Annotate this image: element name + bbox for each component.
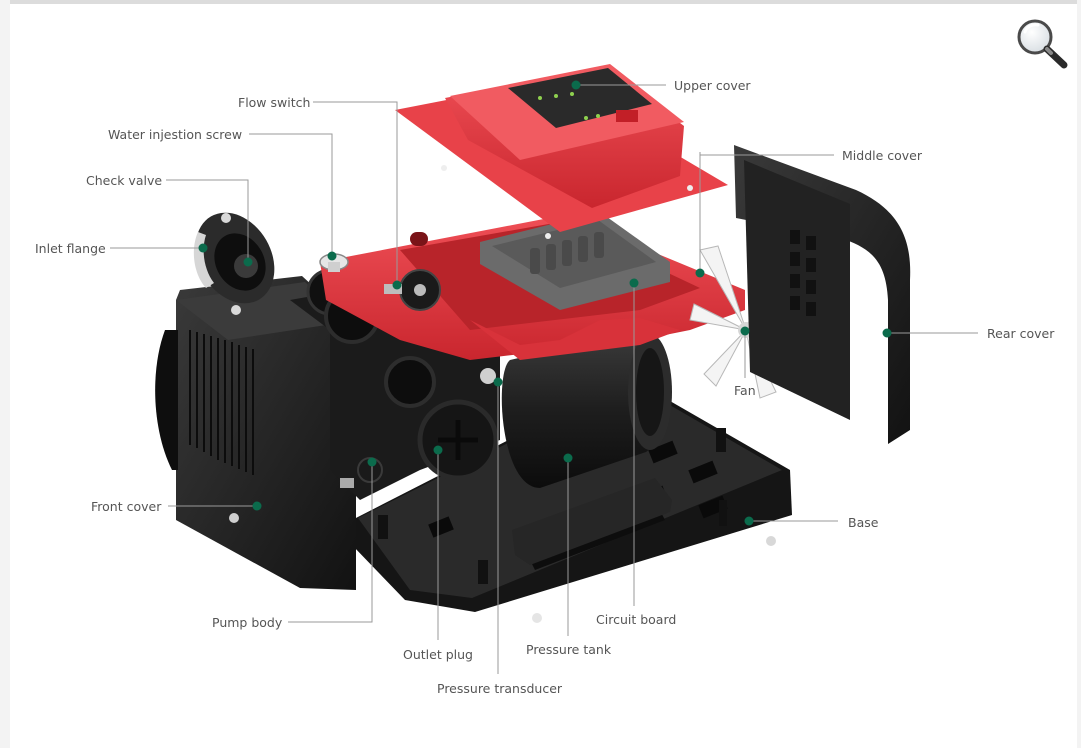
dot-rear-cover	[882, 328, 892, 338]
label-pressure-tank: Pressure tank	[526, 642, 612, 657]
flow-switch	[384, 269, 441, 311]
label-inlet-flange: Inlet flange	[35, 241, 106, 256]
dot-pressure-transducer	[493, 377, 503, 387]
dot-pump-body	[367, 457, 377, 467]
leader-lines	[110, 84, 978, 674]
dot-inlet-flange	[198, 243, 208, 253]
upper-cover	[395, 64, 728, 239]
rear-cover	[734, 145, 911, 444]
base-plate	[352, 378, 792, 623]
dot-pressure-tank	[563, 453, 573, 463]
dot-front-cover	[252, 501, 262, 511]
frame-left-border	[0, 0, 10, 748]
dot-check-valve	[243, 257, 253, 267]
dot-middle-cover	[695, 268, 705, 278]
label-fan: Fan	[734, 383, 756, 398]
frame-top-border	[0, 0, 1081, 4]
label-front-cover: Front cover	[91, 499, 162, 514]
dot-upper-cover	[571, 80, 581, 90]
frame-right-border	[1077, 0, 1081, 748]
label-circuit-board: Circuit board	[596, 612, 676, 627]
dot-fan	[740, 326, 750, 336]
label-pump-body: Pump body	[212, 615, 283, 630]
callout-dots	[198, 80, 892, 526]
label-check-valve: Check valve	[86, 173, 162, 188]
part-labels: Upper cover Flow switch Water injestion …	[35, 78, 1055, 696]
dot-base	[744, 516, 754, 526]
circuit-board	[480, 212, 670, 310]
label-upper-cover: Upper cover	[674, 78, 751, 93]
magnifier-icon	[1017, 19, 1068, 69]
inlet-flange	[193, 212, 275, 315]
label-pressure-transducer: Pressure transducer	[437, 681, 563, 696]
label-rear-cover: Rear cover	[987, 326, 1055, 341]
dot-flow-switch	[392, 280, 402, 290]
label-flow-switch: Flow switch	[238, 95, 310, 110]
dot-circuit-board	[629, 278, 639, 288]
zoom-button[interactable]	[1014, 16, 1070, 70]
label-middle-cover: Middle cover	[842, 148, 923, 163]
label-outlet-plug: Outlet plug	[403, 647, 473, 662]
dot-water-injection-screw	[327, 251, 337, 261]
pressure-tank	[501, 330, 672, 488]
dot-outlet-plug	[433, 445, 443, 455]
front-cover	[155, 276, 356, 590]
label-water-injection-screw: Water injestion screw	[108, 127, 242, 142]
label-base: Base	[848, 515, 879, 530]
